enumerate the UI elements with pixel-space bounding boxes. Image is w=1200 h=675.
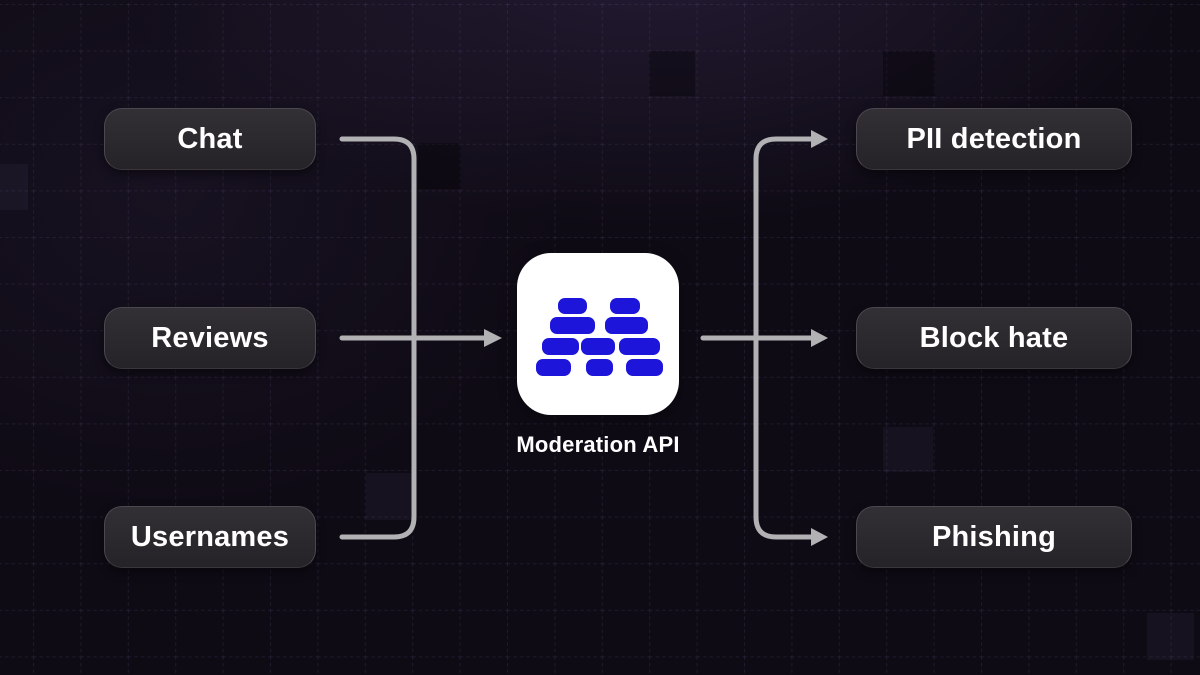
grid-accent-square xyxy=(0,164,28,210)
grid-accent-square xyxy=(883,427,933,472)
brick xyxy=(619,338,660,355)
node-reviews: Reviews xyxy=(104,307,316,369)
brick xyxy=(558,298,587,314)
arrowhead-to-phishing xyxy=(811,528,828,546)
brick xyxy=(610,298,640,314)
node-pii-detection: PII detection xyxy=(856,108,1132,170)
brick xyxy=(605,317,648,334)
node-label: PII detection xyxy=(906,122,1082,155)
node-label: Chat xyxy=(177,122,243,155)
arrowhead-to-pii xyxy=(811,130,828,148)
node-label: Reviews xyxy=(151,321,269,354)
brick xyxy=(536,359,571,376)
node-block-hate: Block hate xyxy=(856,307,1132,369)
brick xyxy=(550,317,595,334)
brick xyxy=(542,338,579,355)
moderation-api-bricks-icon xyxy=(517,253,679,415)
grid-accent-square xyxy=(418,143,461,189)
brick xyxy=(581,338,615,355)
brick xyxy=(586,359,613,376)
node-label: Block hate xyxy=(919,321,1069,354)
node-label: Usernames xyxy=(130,520,290,553)
arrowhead-to-blockhate xyxy=(811,329,828,347)
moderation-api-label: Moderation API xyxy=(516,432,680,457)
brick xyxy=(626,359,663,376)
grid-accent-square xyxy=(1147,613,1194,660)
grid-accent-square xyxy=(649,51,695,96)
node-phishing: Phishing xyxy=(856,506,1132,568)
grid-accent-square xyxy=(883,51,935,96)
node-usernames: Usernames xyxy=(104,506,316,568)
node-label: Phishing xyxy=(931,520,1057,553)
node-chat: Chat xyxy=(104,108,316,170)
arrowhead-to-icon xyxy=(484,329,502,347)
grid-accent-square xyxy=(366,473,413,520)
